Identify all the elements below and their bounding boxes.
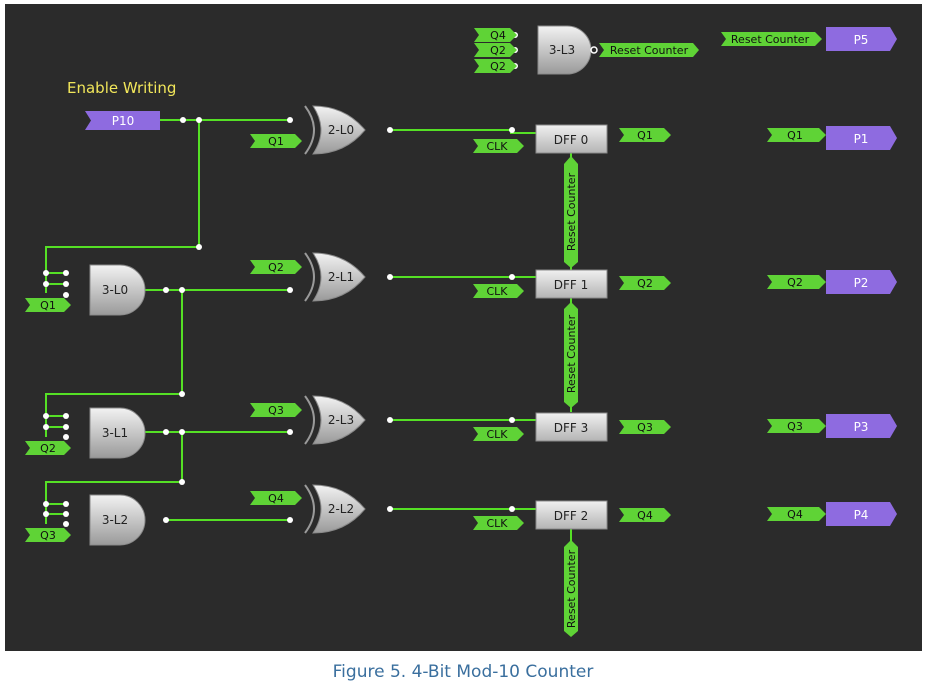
- svg-text:Q3: Q3: [787, 420, 803, 433]
- tag-reset-dff1-dff3: Reset Counter: [564, 302, 578, 408]
- xor-gate-2-l2[interactable]: 2-L2: [304, 484, 366, 534]
- gate-label: 2-L2: [328, 502, 354, 516]
- gate-label: 2-L1: [328, 270, 354, 284]
- xor-gate-2-l3[interactable]: 2-L3: [304, 395, 366, 445]
- svg-text:Q2: Q2: [490, 44, 506, 57]
- pin-p3[interactable]: P3: [826, 414, 897, 438]
- svg-text:Q2: Q2: [268, 261, 284, 274]
- dff-1[interactable]: DFF 1: [535, 269, 608, 299]
- pin-p2[interactable]: P2: [826, 270, 897, 294]
- tag-p5-reset-in: Reset Counter: [721, 32, 822, 46]
- tag-dff1-q2: Q2: [619, 276, 671, 290]
- pin-p1[interactable]: P1: [826, 126, 897, 150]
- dff-label: DFF 3: [554, 421, 589, 435]
- tag-dff2-q4: Q4: [619, 508, 671, 522]
- tag-l3-reset-out: Reset Counter: [599, 43, 699, 57]
- pin-label: P3: [854, 420, 869, 434]
- svg-text:Reset Counter: Reset Counter: [565, 549, 578, 628]
- tag-clk-3: CLK: [473, 427, 524, 441]
- svg-text:CLK: CLK: [486, 517, 508, 530]
- dff-label: DFF 0: [554, 133, 589, 147]
- gate-label: 3-L0: [102, 283, 128, 297]
- svg-text:Q2: Q2: [40, 442, 56, 455]
- pin-label: P5: [854, 33, 869, 47]
- svg-text:Q1: Q1: [40, 299, 56, 312]
- tag-xl1-q2: Q2: [250, 260, 302, 274]
- gate-label: 3-L2: [102, 513, 128, 527]
- tag-reset-dff0-dff1: Reset Counter: [564, 156, 578, 268]
- tag-clk-2: CLK: [473, 516, 524, 530]
- pin-label: P4: [854, 508, 869, 522]
- svg-text:Q3: Q3: [40, 529, 56, 542]
- tag-l3-q2a: Q2: [474, 43, 517, 57]
- figure-caption: Figure 5. 4-Bit Mod-10 Counter: [332, 662, 594, 682]
- tag-l3-q2b: Q2: [474, 59, 517, 73]
- svg-text:Reset Counter: Reset Counter: [610, 44, 689, 57]
- tag-xl0-q1: Q1: [250, 134, 302, 148]
- svg-text:Q3: Q3: [637, 421, 653, 434]
- dff-0[interactable]: DFF 0: [535, 124, 608, 154]
- and-gate-3-l2[interactable]: 3-L2: [89, 494, 146, 546]
- tag-p2-q2: Q2: [767, 275, 826, 289]
- pin-p10[interactable]: P10: [85, 111, 160, 130]
- signal-tags: Q4 Q2 Q2 Reset Counter Reset Counter Q1 …: [25, 28, 826, 637]
- tag-reset-dff2: Reset Counter: [564, 540, 578, 637]
- dff-2[interactable]: DFF 2: [535, 500, 608, 530]
- svg-text:CLK: CLK: [486, 140, 508, 153]
- svg-text:Reset Counter: Reset Counter: [565, 172, 578, 251]
- tag-dff0-q1: Q1: [619, 128, 671, 142]
- tag-l3-q4: Q4: [474, 28, 517, 42]
- enable-writing-note: Enable Writing: [61, 73, 183, 101]
- svg-text:Q4: Q4: [268, 492, 284, 505]
- svg-text:CLK: CLK: [486, 428, 508, 441]
- svg-text:Q4: Q4: [787, 508, 803, 521]
- xor-gate-2-l1[interactable]: 2-L1: [304, 252, 366, 302]
- tag-p3-q3: Q3: [767, 419, 826, 433]
- tag-l2-q3: Q3: [25, 528, 71, 542]
- and-gate-3-l3[interactable]: 3-L3: [537, 25, 598, 75]
- gate-label: 2-L0: [328, 123, 354, 137]
- svg-text:Q2: Q2: [637, 277, 653, 290]
- pin-label: P10: [112, 114, 135, 128]
- svg-text:Q1: Q1: [268, 135, 284, 148]
- gate-label: 3-L1: [102, 426, 128, 440]
- svg-text:Q2: Q2: [787, 276, 803, 289]
- tag-l0-q1: Q1: [25, 298, 71, 312]
- svg-text:Reset Counter: Reset Counter: [731, 33, 810, 46]
- gate-label: 2-L3: [328, 413, 354, 427]
- pin-p5[interactable]: P5: [826, 27, 897, 51]
- tag-p4-q4: Q4: [767, 507, 826, 521]
- tag-l1-q2: Q2: [25, 441, 71, 455]
- and-gate-3-l0[interactable]: 3-L0: [89, 264, 146, 316]
- svg-text:CLK: CLK: [486, 285, 508, 298]
- schematic-canvas: Enable Writing P10 P5 P1 P2 P3 P4 3-L3 3…: [5, 4, 922, 651]
- pin-label: P1: [854, 132, 869, 146]
- tag-p1-q1: Q1: [767, 128, 826, 142]
- pin-p4[interactable]: P4: [826, 502, 897, 526]
- tag-clk-1: CLK: [473, 284, 524, 298]
- dff-label: DFF 1: [554, 278, 589, 292]
- note-text: Enable Writing: [67, 79, 176, 97]
- tag-xl3-q3: Q3: [250, 403, 302, 417]
- svg-text:Reset Counter: Reset Counter: [565, 314, 578, 393]
- gate-label: 3-L3: [549, 43, 575, 57]
- svg-text:Q1: Q1: [787, 129, 803, 142]
- and-gate-3-l1[interactable]: 3-L1: [89, 407, 146, 459]
- svg-text:Q2: Q2: [490, 60, 506, 73]
- tag-clk-0: CLK: [473, 139, 524, 153]
- xor-gate-2-l0[interactable]: 2-L0: [304, 105, 366, 155]
- tag-dff3-q3: Q3: [619, 420, 671, 434]
- svg-text:Q4: Q4: [637, 509, 653, 522]
- svg-text:Q4: Q4: [490, 29, 506, 42]
- dff-3[interactable]: DFF 3: [535, 412, 608, 442]
- pin-label: P2: [854, 276, 869, 290]
- wires: [45, 119, 572, 550]
- dff-label: DFF 2: [554, 509, 589, 523]
- svg-text:Q3: Q3: [268, 404, 284, 417]
- tag-xl2-q4: Q4: [250, 491, 302, 505]
- svg-text:Q1: Q1: [637, 129, 653, 142]
